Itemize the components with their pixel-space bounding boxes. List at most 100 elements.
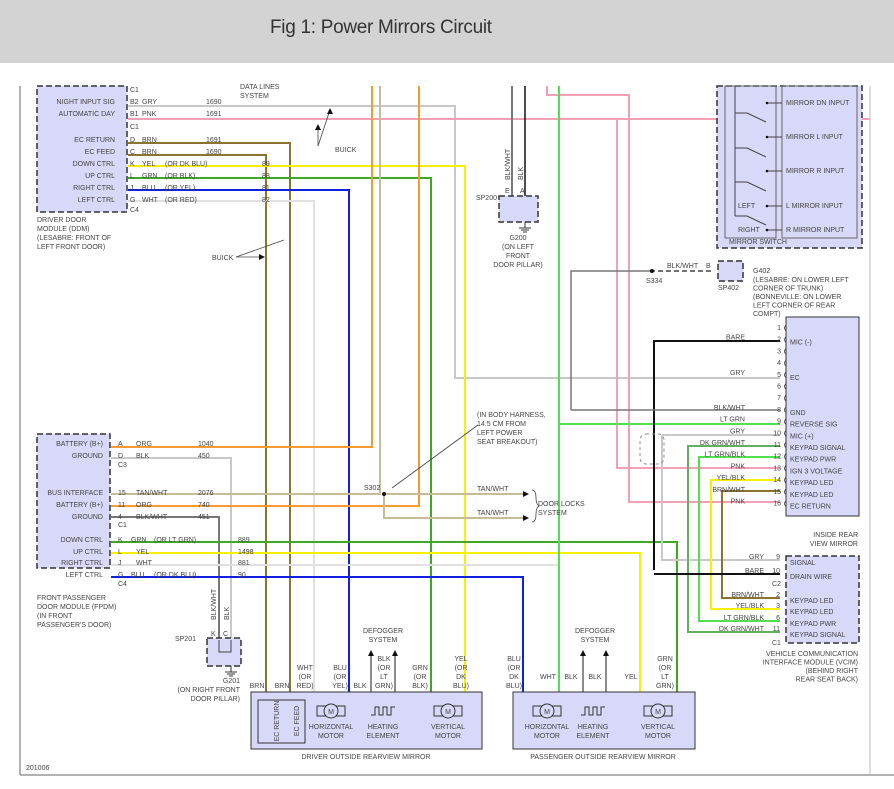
passenger-vertical-motor-symbol: M bbox=[655, 709, 661, 716]
fpdm-pin-label: BATTERY (B+) bbox=[56, 502, 103, 509]
passenger-mirror-wire-label: BLU bbox=[507, 656, 521, 663]
wire-s302-tanwht bbox=[383, 494, 525, 519]
passenger-mirror-wire-label: BLK bbox=[564, 674, 578, 681]
wire-ddm-gry-1690 bbox=[128, 105, 780, 379]
wire-fpdm-wht-881 bbox=[111, 564, 560, 692]
inside-mirror-pin-number: 1 bbox=[777, 325, 781, 332]
inside-mirror-wire-label: PNK bbox=[731, 499, 746, 506]
sp200-label: SP200 bbox=[476, 195, 497, 202]
sp201-label: SP201 bbox=[175, 636, 196, 643]
vcim-connector-label: C2 bbox=[772, 581, 781, 588]
sp201-bus bbox=[218, 640, 232, 653]
sp402-label: SP402 bbox=[718, 285, 739, 292]
buick-label-2: BUICK bbox=[212, 255, 234, 262]
s302-splice-dot bbox=[382, 492, 386, 496]
passenger-mirror-component-label: HORIZONTAL bbox=[525, 724, 570, 731]
buick-label-1: BUICK bbox=[335, 147, 357, 154]
inside-mirror-pin-label: GND bbox=[790, 410, 806, 417]
ddm-pin-id: D bbox=[130, 137, 135, 144]
ec-return-label: EC RETURN bbox=[274, 701, 281, 742]
ddm-pin-id: B1 bbox=[130, 111, 139, 118]
ec-feed-label: EC FEED bbox=[294, 706, 301, 736]
ddm-pin-id: K bbox=[130, 161, 135, 168]
inside-mirror-pin-number: 15 bbox=[773, 489, 781, 496]
page-header: Fig 1: Power Mirrors Circuit bbox=[0, 0, 894, 63]
fpdm-wire-color: TAN/WHT bbox=[136, 490, 168, 497]
wire-fpdm-blkwht-451 bbox=[111, 516, 220, 638]
inside-mirror-pin-label: EC RETURN bbox=[790, 504, 831, 511]
pin-socket-icon bbox=[784, 371, 787, 379]
wire-fpdm-blu-90 bbox=[111, 576, 524, 692]
ddm-wire-alt: (OR YEL) bbox=[165, 185, 195, 192]
ddm-name: DRIVER DOOR bbox=[37, 217, 86, 224]
ddm-pin-label: UP CTRL bbox=[85, 173, 115, 180]
fpdm-wire-color: ORG bbox=[136, 502, 152, 509]
driver-vertical-motor-symbol: M bbox=[445, 709, 451, 716]
inside-mirror-name: VIEW MIRROR bbox=[810, 541, 858, 548]
fpdm-circuit-number: 90 bbox=[238, 572, 246, 579]
g402-location: CORNER OF TRUNK) bbox=[753, 286, 823, 293]
inside-mirror-wire-label: LT GRN/BLK bbox=[705, 452, 746, 459]
mirror-switch-name: MIRROR SWITCH bbox=[729, 239, 787, 246]
passenger-mirror-wire-label: BLK bbox=[588, 674, 602, 681]
passenger-heating-element-icon bbox=[581, 706, 605, 716]
wire-fpdm-org-1040 bbox=[111, 86, 373, 448]
sp200-pin: E bbox=[505, 188, 510, 195]
passenger-mirror-wire-label: GRN) bbox=[656, 683, 674, 690]
inside-mirror-wire-label: LT GRN bbox=[720, 417, 745, 424]
s302-pointer bbox=[391, 424, 479, 489]
ddm-pin-label: RIGHT CTRL bbox=[73, 185, 115, 192]
defogger-arrow-icon bbox=[368, 650, 374, 656]
fpdm-circuit-number: 451 bbox=[198, 514, 210, 521]
pin-socket-icon bbox=[784, 406, 787, 414]
inside-mirror-pin-number: 6 bbox=[777, 384, 781, 391]
passenger-mirror-wire-label: LT bbox=[661, 674, 669, 681]
g201-location: DOOR PILLAR) bbox=[191, 696, 240, 703]
inside-mirror-name: INSIDE REAR bbox=[813, 532, 858, 539]
passenger-outside-mirror bbox=[512, 691, 696, 750]
mirror-switch-contact-dot bbox=[765, 101, 769, 105]
inside-mirror-pin-label: REVERSE SIG bbox=[790, 422, 837, 429]
s302-label: S302 bbox=[364, 485, 380, 492]
s334-pin: B bbox=[706, 263, 711, 270]
vcim-pin-label: DRAIN WIRE bbox=[790, 574, 832, 581]
fpdm-pin-id: 11 bbox=[118, 502, 125, 509]
driver-mirror-wire-label: (OR bbox=[378, 665, 391, 672]
wire-pnk-ec-return bbox=[546, 86, 780, 503]
wire-dkgrnwht-keypad-signal bbox=[687, 445, 780, 633]
passenger-mirror-wire-label: DK bbox=[509, 674, 519, 681]
inside-mirror-pin-number: 12 bbox=[773, 454, 781, 461]
fpdm-pin-label: UP CTRL bbox=[73, 549, 103, 556]
vcim-module bbox=[785, 555, 860, 644]
sp402-splice-pack bbox=[717, 260, 744, 282]
mirror-switch-contact-dot bbox=[765, 228, 769, 232]
buick-arrow-icon bbox=[259, 254, 265, 260]
g201-label: G201 bbox=[223, 678, 240, 685]
inside-mirror-wire-label: BRN/WHT bbox=[712, 487, 745, 494]
inside-mirror-wire-label: PNK bbox=[731, 463, 746, 470]
mirror-switch-input-label: MIRROR DN INPUT bbox=[786, 100, 850, 107]
inside-mirror-pin-number: 14 bbox=[773, 477, 781, 484]
wire-ddm-grn-88 bbox=[128, 177, 432, 692]
pin-socket-icon bbox=[784, 383, 787, 390]
mirror-switch-input-label: L MIRROR INPUT bbox=[786, 203, 844, 210]
switch-blade bbox=[746, 181, 767, 192]
passenger-mirror-wire-label: (OR bbox=[508, 665, 521, 672]
defogger-arrow-icon bbox=[603, 650, 609, 656]
mirror-switch-input-label: MIRROR R INPUT bbox=[786, 168, 845, 175]
sp200-splice-pack bbox=[498, 195, 539, 223]
driver-vertical-motor-icon bbox=[440, 703, 456, 719]
vcim-name: REAR SEAT BACK) bbox=[796, 677, 858, 684]
ddm-pin-label: EC FEED bbox=[85, 149, 115, 156]
pin-socket-icon bbox=[784, 476, 787, 484]
mirror-switch-input-label: R MIRROR INPUT bbox=[786, 227, 845, 234]
g402-label: G402 bbox=[753, 268, 770, 275]
inside-mirror-wire-label: BLK/WHT bbox=[714, 405, 746, 412]
defogger-arrow-icon bbox=[392, 650, 398, 656]
driver-mirror-wire-label: BLU bbox=[333, 665, 347, 672]
fpdm-circuit-number: 881 bbox=[238, 560, 250, 567]
door-locks-label: SYSTEM bbox=[538, 510, 567, 517]
passenger-vertical-motor-icon bbox=[650, 703, 666, 719]
fpdm-wire-color: ORG bbox=[136, 441, 152, 448]
mirror-switch-input-label: MIRROR L INPUT bbox=[786, 134, 844, 141]
